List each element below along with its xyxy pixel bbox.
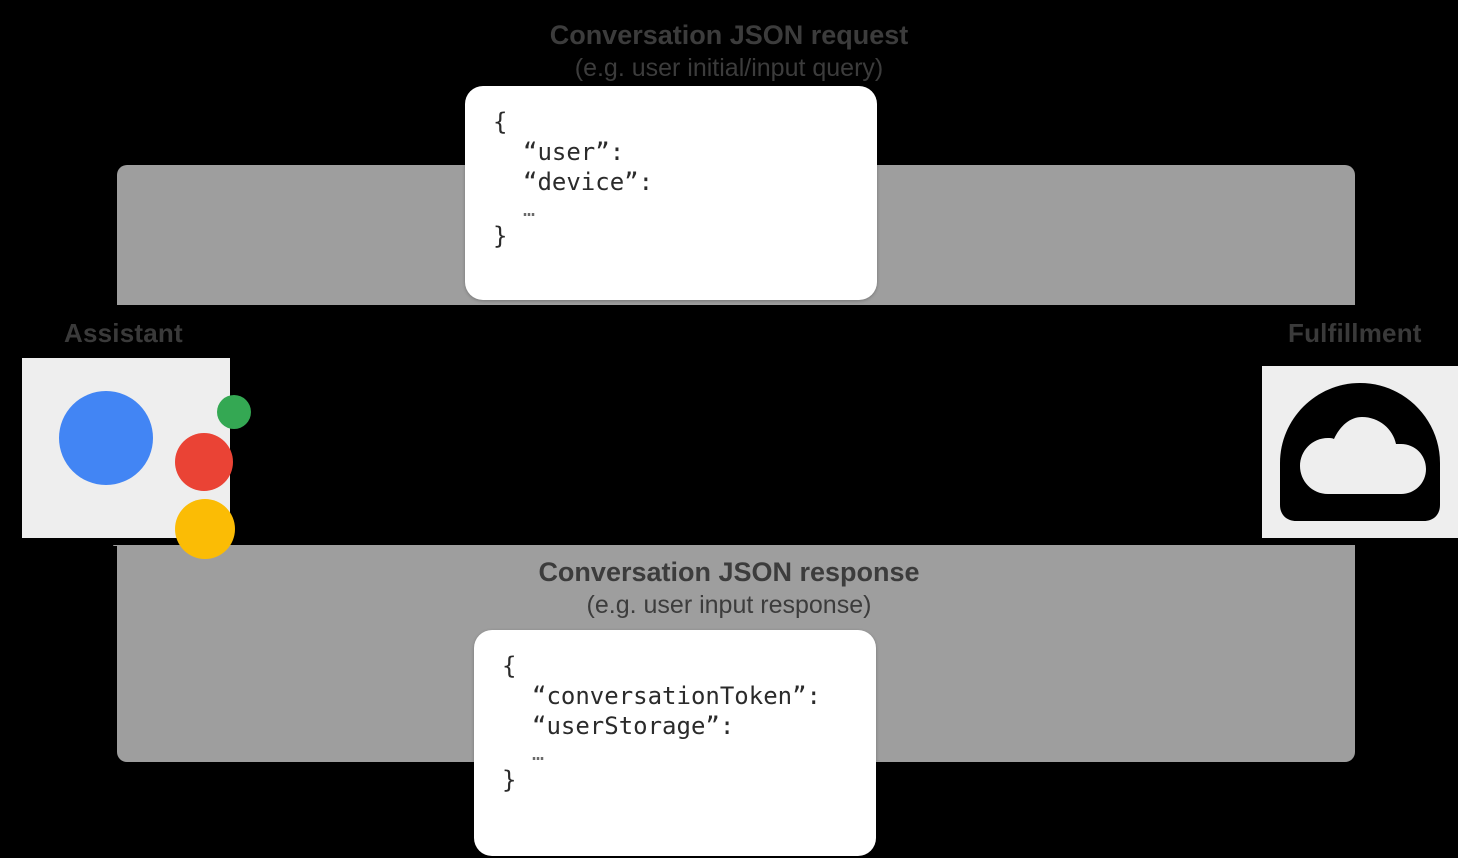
assistant-red-dot-icon [175, 433, 233, 491]
response-caption: Conversation JSON response (e.g. user in… [0, 555, 1458, 621]
request-caption-subtitle: (e.g. user initial/input query) [574, 54, 884, 82]
assistant-green-dot-icon [217, 395, 251, 429]
fulfillment-node[interactable] [1262, 366, 1458, 538]
json-line: “user”: [523, 137, 625, 166]
json-line: “conversationToken”: [532, 681, 821, 710]
json-line: “device”: [523, 167, 654, 196]
json-line: { [493, 108, 508, 136]
request-json-card: { “user”: “device”: … } [465, 86, 877, 300]
cloud-icon [1280, 383, 1440, 521]
assistant-node[interactable] [22, 358, 251, 559]
request-caption: Conversation JSON request (e.g. user ini… [0, 18, 1458, 84]
json-line: … [532, 741, 545, 766]
response-json-card: { “conversationToken”: “userStorage”: … … [474, 630, 876, 856]
assistant-label: Assistant [64, 318, 183, 348]
assistant-yellow-dot-icon [175, 499, 235, 559]
json-line: { [502, 652, 517, 680]
google-assistant-icon [41, 373, 251, 559]
request-caption-title: Conversation JSON request [549, 20, 909, 50]
json-line: … [523, 197, 536, 222]
fulfillment-label: Fulfillment [1288, 318, 1422, 348]
assistant-blue-dot-icon [59, 391, 153, 485]
response-caption-title: Conversation JSON response [538, 557, 920, 587]
json-line: “userStorage”: [532, 711, 735, 740]
response-caption-subtitle: (e.g. user input response) [586, 591, 872, 619]
json-line: } [502, 766, 517, 795]
json-line: } [493, 222, 508, 251]
